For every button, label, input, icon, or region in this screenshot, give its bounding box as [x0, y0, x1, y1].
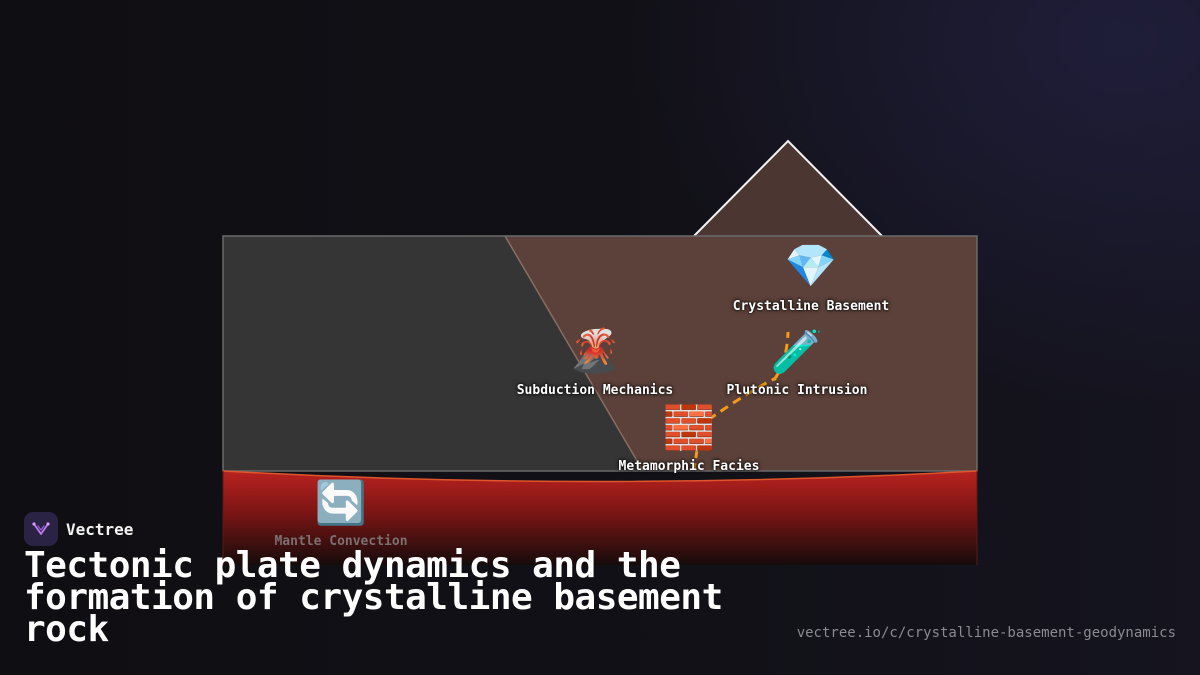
connector-plutonic-to-basement — [772, 331, 790, 381]
mantle-boundary — [222, 470, 978, 483]
brand-name: Vectree — [66, 519, 134, 539]
subduction-boundary — [504, 235, 644, 472]
node-label-crystalline-basement: Crystalline Basement — [732, 299, 890, 314]
node-label-plutonic-intrusion: Plutonic Intrusion — [726, 383, 868, 398]
vectree-logo-icon — [24, 512, 58, 546]
cycle-arrows-icon[interactable]: 🔄 — [314, 478, 368, 527]
connector-metamorphic-to-plutonic — [707, 376, 777, 422]
test-tube-icon[interactable]: 🧪 — [770, 327, 824, 376]
mountain-peak — [694, 141, 882, 236]
brand[interactable]: Vectree — [24, 512, 133, 546]
connector-mantle-to-metamorphic — [692, 449, 699, 471]
node-label-subduction-mechanics: Subduction Mechanics — [516, 383, 674, 398]
oceanic-plate — [223, 236, 643, 471]
page-title: Tectonic plate dynamics and the formatio… — [24, 545, 723, 650]
node-label-mantle-convection: Mantle Convection — [274, 534, 408, 549]
node-label-metamorphic-facies: Metamorphic Facies — [618, 459, 760, 474]
mantle-layer — [223, 471, 977, 565]
source-url[interactable]: vectree.io/c/crystalline-basement-geodyn… — [796, 625, 1176, 641]
gem-icon[interactable]: 💎 — [784, 241, 838, 290]
crust-outline — [222, 235, 978, 472]
brick-icon[interactable]: 🧱 — [662, 403, 716, 452]
mountain-outline — [693, 139, 883, 237]
volcano-icon[interactable]: 🌋 — [568, 326, 622, 375]
